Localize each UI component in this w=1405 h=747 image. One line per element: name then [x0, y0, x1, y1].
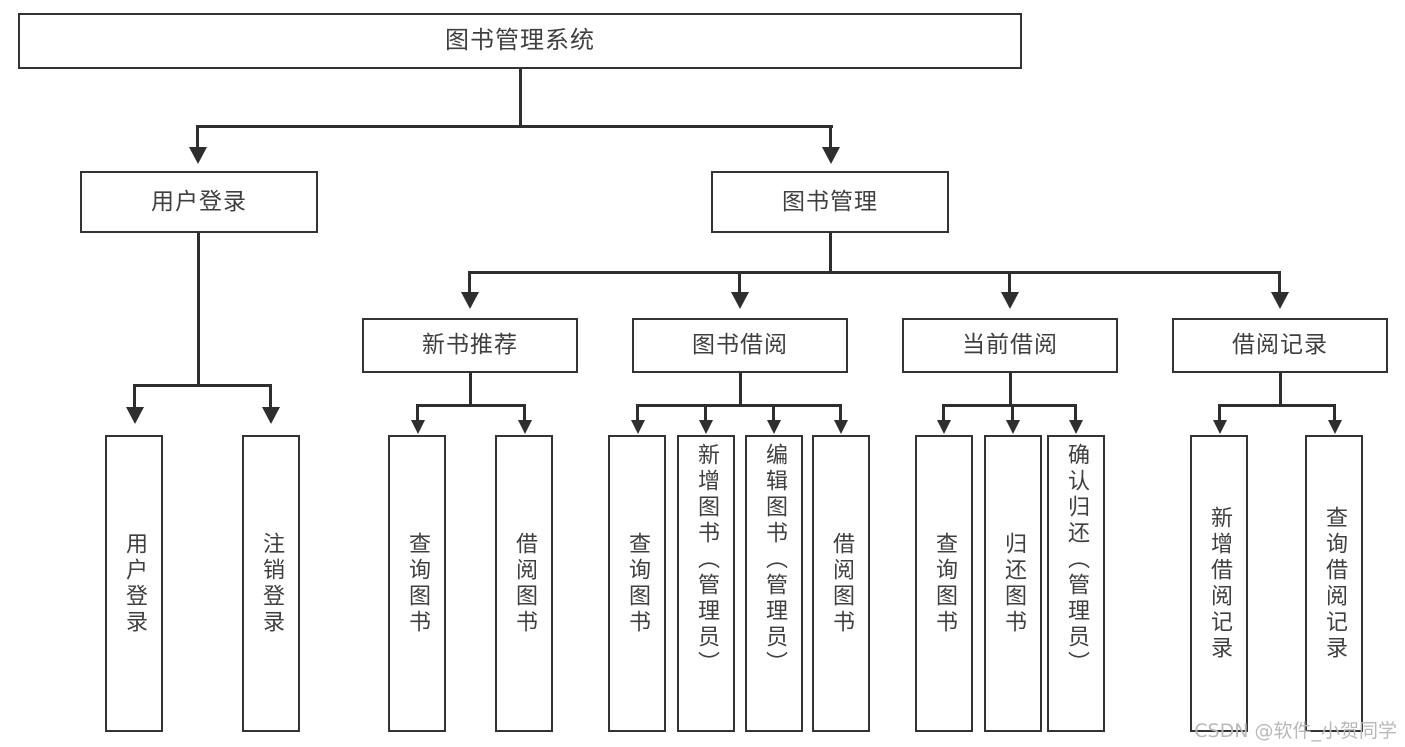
arrowhead-to-borrow-record [1271, 292, 1289, 309]
node-label: 确认归还（管理员） [1064, 443, 1089, 677]
connector-new-book-split-bar [416, 404, 526, 407]
connector-book-borrow-stem [739, 373, 742, 406]
connector-borrow-record-leaf-2 [1333, 404, 1336, 422]
node-root-book-management-system[interactable]: 图书管理系统 [18, 13, 1022, 69]
node-label: 编辑图书（管理员） [762, 443, 787, 677]
leaf-book-borrow-borrow-book[interactable]: 借阅图书 [812, 435, 870, 732]
connector-borrow-record-leaf-1 [1218, 404, 1221, 422]
leaf-book-borrow-query-book[interactable]: 查询图书 [608, 435, 666, 732]
arrowhead-current-borrow-leaf-1 [937, 420, 951, 434]
arrowhead-current-borrow-leaf-2 [1006, 420, 1020, 434]
leaf-new-book-query-book[interactable]: 查询图书 [388, 435, 446, 732]
connector-level3-split-bar [468, 271, 1278, 274]
node-book-borrow[interactable]: 图书借阅 [632, 318, 848, 373]
arrowhead-to-current-borrow [1001, 292, 1019, 309]
connector-root-split-bar [196, 125, 833, 128]
connector-to-book-management [829, 125, 832, 149]
connector-new-book-stem [469, 373, 472, 406]
connector-new-book-leaf-1 [416, 404, 419, 422]
arrowhead-book-borrow-leaf-1 [631, 420, 645, 434]
node-user-login[interactable]: 用户登录 [80, 171, 318, 233]
arrowhead-book-borrow-leaf-2 [699, 420, 713, 434]
connector-book-borrow-leaf-4 [839, 404, 842, 422]
node-label: 用户登录 [151, 188, 247, 215]
leaf-current-borrow-return-book[interactable]: 归还图书 [984, 435, 1042, 732]
leaf-current-borrow-query-book[interactable]: 查询图书 [915, 435, 973, 732]
arrowhead-book-borrow-leaf-3 [767, 420, 781, 434]
arrowhead-current-borrow-leaf-3 [1069, 420, 1083, 434]
connector-current-borrow-leaf-3 [1074, 404, 1077, 422]
connector-current-borrow-stem [1009, 373, 1012, 406]
node-label: 图书管理系统 [445, 26, 595, 55]
node-label: 查询借阅记录 [1322, 505, 1347, 662]
connector-new-book-leaf-2 [523, 404, 526, 422]
node-book-management[interactable]: 图书管理 [711, 171, 949, 233]
node-label: 新书推荐 [422, 332, 518, 359]
node-label: 当前借阅 [962, 332, 1058, 359]
connector-user-login-leaf-2 [269, 384, 272, 409]
node-label: 图书管理 [782, 188, 878, 215]
node-label: 新增借阅记录 [1207, 505, 1232, 662]
node-label: 借阅图书 [512, 531, 537, 636]
node-label: 注销登录 [259, 531, 284, 636]
connector-user-login-stem [197, 233, 200, 386]
node-label: 用户登录 [122, 531, 147, 636]
connector-to-book-borrow [738, 271, 741, 294]
leaf-book-borrow-add-book-admin[interactable]: 新增图书（管理员） [677, 435, 735, 732]
connector-to-new-book [468, 271, 471, 294]
arrowhead-borrow-record-leaf-2 [1328, 420, 1342, 434]
arrowhead-new-book-leaf-2 [518, 420, 532, 434]
node-label: 查询图书 [405, 531, 430, 636]
connector-to-user-login [196, 125, 199, 149]
node-label: 借阅记录 [1232, 332, 1328, 359]
arrowhead-user-login-leaf-2 [262, 407, 280, 424]
watermark-text: CSDN @软件_小贺同学 [1194, 720, 1397, 742]
connector-book-management-stem [829, 233, 832, 273]
arrowhead-to-book-borrow [731, 292, 749, 309]
connector-borrow-record-stem [1279, 373, 1282, 406]
node-label: 图书借阅 [692, 332, 788, 359]
connector-root-stem [519, 69, 522, 127]
leaf-logout[interactable]: 注销登录 [242, 435, 300, 732]
connector-current-borrow-leaf-2 [1011, 404, 1014, 422]
connector-book-borrow-split-bar [636, 404, 842, 407]
node-label: 归还图书 [1001, 531, 1026, 636]
connector-book-borrow-leaf-2 [704, 404, 707, 422]
node-label: 查询图书 [625, 531, 650, 636]
arrowhead-to-new-book [461, 292, 479, 309]
node-label: 查询图书 [932, 531, 957, 636]
arrowhead-to-book-management [822, 147, 840, 164]
leaf-current-borrow-confirm-return-admin[interactable]: 确认归还（管理员） [1047, 435, 1105, 732]
connector-borrow-record-split-bar [1218, 404, 1336, 407]
arrowhead-borrow-record-leaf-1 [1213, 420, 1227, 434]
node-borrow-record[interactable]: 借阅记录 [1172, 318, 1388, 373]
connector-current-borrow-leaf-1 [942, 404, 945, 422]
leaf-borrow-record-query-record[interactable]: 查询借阅记录 [1305, 435, 1363, 732]
connector-book-borrow-leaf-3 [772, 404, 775, 422]
connector-user-login-split-bar [133, 384, 271, 387]
leaf-borrow-record-add-record[interactable]: 新增借阅记录 [1190, 435, 1248, 732]
arrowhead-to-user-login [189, 147, 207, 164]
node-new-book-recommend[interactable]: 新书推荐 [362, 318, 578, 373]
arrowhead-user-login-leaf-1 [126, 407, 144, 424]
connector-book-borrow-leaf-1 [636, 404, 639, 422]
connector-user-login-leaf-1 [133, 384, 136, 409]
leaf-user-login[interactable]: 用户登录 [105, 435, 163, 732]
connector-to-current-borrow [1008, 271, 1011, 294]
arrowhead-book-borrow-leaf-4 [834, 420, 848, 434]
leaf-new-book-borrow-book[interactable]: 借阅图书 [495, 435, 553, 732]
leaf-book-borrow-edit-book-admin[interactable]: 编辑图书（管理员） [745, 435, 803, 732]
node-label: 借阅图书 [829, 531, 854, 636]
connector-current-borrow-split-bar [942, 404, 1077, 407]
node-current-borrow[interactable]: 当前借阅 [902, 318, 1118, 373]
connector-to-borrow-record [1278, 271, 1281, 294]
node-label: 新增图书（管理员） [694, 443, 719, 677]
arrowhead-new-book-leaf-1 [411, 420, 425, 434]
